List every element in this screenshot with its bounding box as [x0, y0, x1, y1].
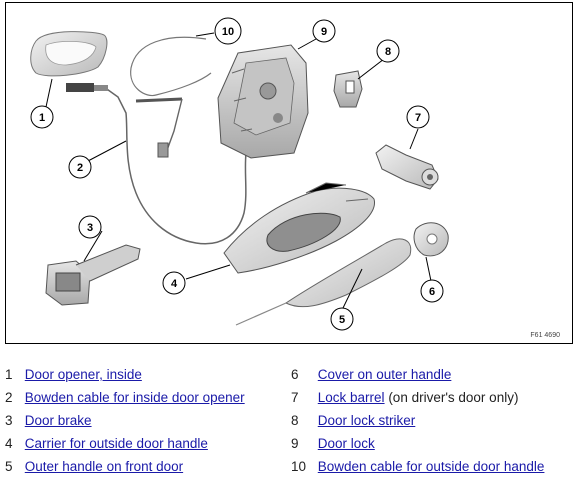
bowden-cable-inside-part: [66, 83, 247, 245]
legend-num: 7: [291, 390, 299, 405]
legend-num: 10: [291, 459, 307, 474]
svg-text:6: 6: [429, 286, 435, 298]
legend-item-1: 1 Door opener, inside: [5, 366, 142, 388]
callout-10: 10: [214, 17, 242, 45]
svg-text:1: 1: [39, 112, 45, 124]
svg-text:2: 2: [77, 162, 83, 174]
svg-text:7: 7: [415, 112, 421, 124]
legend-item-10: 10 Bowden cable for outside door handle: [291, 458, 544, 480]
legend-link-lock-barrel[interactable]: Lock barrel: [317, 390, 385, 405]
legend-link-door-opener-inside[interactable]: Door opener, inside: [24, 367, 142, 382]
svg-text:4: 4: [171, 278, 178, 290]
legend-num: 8: [291, 413, 299, 428]
legend-link-door-brake[interactable]: Door brake: [24, 413, 92, 428]
parts-illustration: 1 2 3 4 5 6 7 8: [30, 17, 449, 331]
svg-text:5: 5: [339, 314, 345, 326]
legend-item-7: 7 Lock barrel (on driver's door only): [291, 389, 518, 411]
legend-item-2: 2 Bowden cable for inside door opener: [5, 389, 245, 411]
legend-item-9: 9 Door lock: [291, 435, 375, 457]
legend-note: (on driver's door only): [384, 390, 519, 405]
callout-2: 2: [68, 155, 92, 179]
legend-num: 1: [5, 367, 13, 382]
callout-4: 4: [162, 271, 186, 295]
svg-text:9: 9: [321, 26, 327, 38]
legend-link-lock-striker[interactable]: Door lock striker: [317, 413, 416, 428]
svg-text:10: 10: [222, 26, 234, 38]
door-lock-striker-part: [333, 70, 363, 108]
callout-1: 1: [30, 105, 54, 129]
bowden-cable-outside-part: [130, 36, 212, 158]
callout-5: 5: [330, 307, 354, 331]
parts-diagram: 1 2 3 4 5 6 7 8: [5, 2, 573, 344]
legend-item-8: 8 Door lock striker: [291, 412, 415, 434]
legend-num: 4: [5, 436, 13, 451]
legend-num: 9: [291, 436, 299, 451]
legend-item-4: 4 Carrier for outside door handle: [5, 435, 208, 457]
legend-num: 3: [5, 413, 13, 428]
legend-num: 6: [291, 367, 299, 382]
svg-text:3: 3: [87, 222, 93, 234]
legend-num: 2: [5, 390, 13, 405]
legend-item-6: 6 Cover on outer handle: [291, 366, 451, 388]
legend-link-bowden-cable-inside[interactable]: Bowden cable for inside door opener: [24, 390, 245, 405]
callout-7: 7: [406, 105, 430, 129]
legend-link-handle-carrier[interactable]: Carrier for outside door handle: [24, 436, 208, 451]
callout-9: 9: [312, 19, 336, 43]
legend-link-bowden-cable-outside[interactable]: Bowden cable for outside door handle: [317, 459, 545, 474]
handle-carrier-part: [223, 182, 375, 274]
callout-3: 3: [78, 215, 102, 239]
outer-handle-part: [235, 238, 412, 326]
legend-item-5: 5 Outer handle on front door: [5, 458, 183, 480]
legend-link-handle-cover[interactable]: Cover on outer handle: [317, 367, 452, 382]
legend-link-door-lock[interactable]: Door lock: [317, 436, 375, 451]
handle-cover-part: [413, 222, 449, 257]
figure-code: F61 4690: [530, 332, 560, 339]
door-lock-part: [217, 44, 309, 159]
legend-link-outer-handle[interactable]: Outer handle on front door: [24, 459, 184, 474]
door-opener-inside-part: [30, 31, 108, 77]
lock-barrel-part: [375, 144, 439, 190]
callout-6: 6: [420, 279, 444, 303]
svg-text:8: 8: [385, 46, 391, 58]
legend-num: 5: [5, 459, 13, 474]
legend-item-3: 3 Door brake: [5, 412, 92, 434]
callout-leaders: [45, 32, 432, 309]
door-brake-part: [45, 244, 141, 306]
callout-8: 8: [376, 39, 400, 63]
